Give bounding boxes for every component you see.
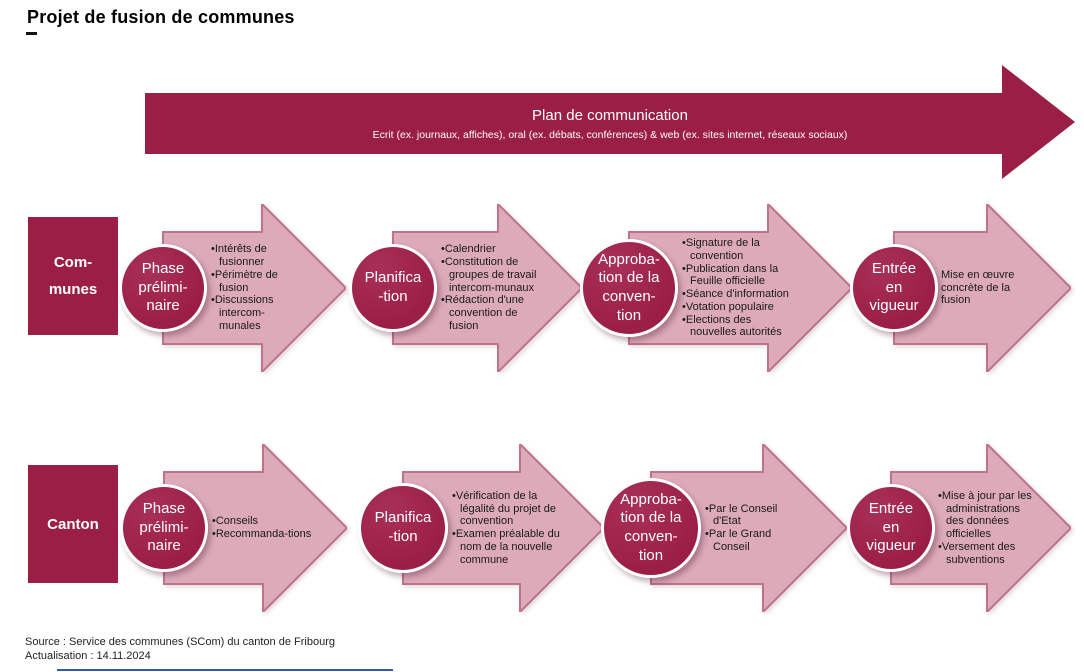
phase-circle: Entrée en vigueur	[847, 484, 935, 572]
row-label-canton-text: Canton	[47, 515, 99, 533]
footer-accent-line	[57, 669, 393, 671]
phase-circle: Planifica -tion	[349, 244, 437, 332]
phase-circle: Approba- tion de la conven- tion	[580, 239, 678, 337]
bullet-item: Par le Conseil d'Etat	[705, 503, 799, 529]
bullet-item: Intérêts de fusionner	[211, 243, 305, 269]
step-communes-approbation: Approba- tion de la conven- tion Signatu…	[580, 204, 852, 372]
bullet-item: Vérification de la légalité du projet de…	[452, 490, 564, 528]
step-communes-phase-preliminaire: Phase prélimi- naire Intérêts de fusionn…	[119, 204, 346, 372]
bullet-list: Intérêts de fusionnerPérimètre de fusion…	[211, 243, 305, 332]
bullet-item: Votation populaire	[682, 301, 794, 314]
step-details: ConseilsRecommanda-tions	[212, 444, 316, 612]
step-canton-approbation: Approba- tion de la conven- tion Par le …	[601, 444, 847, 612]
page-title: Projet de fusion de communes	[27, 7, 295, 27]
footer-updated: Actualisation : 14.11.2024	[25, 650, 151, 662]
step-canton-phase-preliminaire: Phase prélimi- naire ConseilsRecommanda-…	[120, 444, 347, 612]
bullet-list: Signature de la conventionPublication da…	[682, 237, 794, 339]
step-note: Mise en œuvre concrète de la fusion	[941, 268, 1015, 307]
phase-circle: Planifica -tion	[358, 483, 448, 573]
banner-title: Plan de communication	[532, 107, 688, 124]
step-details: Signature de la conventionPublication da…	[682, 204, 794, 372]
bullet-list: Vérification de la légalité du projet de…	[452, 490, 564, 567]
bullet-item: Elections des nouvelles autorités	[682, 314, 794, 340]
bullet-item: Conseils	[212, 515, 311, 528]
phase-circle: Phase prélimi- naire	[120, 484, 208, 572]
step-details: Par le Conseil d'EtatPar le Grand Consei…	[705, 444, 799, 612]
bullet-item: Discussions intercom-munales	[211, 294, 305, 332]
bullet-item: Constitution de groupes de travail inter…	[441, 256, 543, 294]
bullet-list: Par le Conseil d'EtatPar le Grand Consei…	[705, 503, 799, 554]
bullet-list: Mise à jour par les administrations des …	[938, 490, 1034, 567]
bullet-item: Mise à jour par les administrations des …	[938, 490, 1034, 541]
step-details: Mise à jour par les administrations des …	[938, 444, 1034, 612]
title-underline	[26, 32, 37, 35]
step-details: CalendrierConstitution de groupes de tra…	[441, 204, 543, 372]
bullet-item: Par le Grand Conseil	[705, 528, 799, 554]
phase-circle: Entrée en vigueur	[850, 244, 938, 332]
bullet-item: Rédaction d'une convention de fusion	[441, 294, 543, 332]
row-label-communes-text: Com- munes	[48, 254, 98, 298]
footer-source: Source : Service des communes (SCom) du …	[25, 636, 335, 648]
bullet-item: Calendrier	[441, 243, 543, 256]
phase-circle: Approba- tion de la conven- tion	[601, 478, 701, 578]
step-details: Intérêts de fusionnerPérimètre de fusion…	[211, 204, 305, 372]
bullet-item: Séance d'information	[682, 288, 794, 301]
row-label-communes: Com- munes	[28, 217, 118, 335]
right-arrow-shape	[893, 204, 1071, 372]
bullet-item: Examen préalable du nom de la nouvelle c…	[452, 528, 564, 566]
bullet-list: CalendrierConstitution de groupes de tra…	[441, 243, 543, 332]
bullet-list: ConseilsRecommanda-tions	[212, 515, 311, 541]
bullet-item: Versement des subventions	[938, 541, 1034, 567]
step-communes-planification: Planifica -tion CalendrierConstitution d…	[349, 204, 582, 372]
bullet-item: Recommanda-tions	[212, 528, 311, 541]
bullet-item: Périmètre de fusion	[211, 269, 305, 295]
banner-subtitle: Ecrit (ex. journaux, affiches), oral (ex…	[372, 129, 848, 141]
step-details: Vérification de la légalité du projet de…	[452, 444, 564, 612]
bullet-item: Signature de la convention	[682, 237, 794, 263]
step-communes-entree-en-vigueur: Entrée en vigueur Mise en œuvre concrète…	[848, 204, 1071, 372]
phase-circle: Phase prélimi- naire	[119, 244, 207, 332]
step-canton-entree-en-vigueur: Entrée en vigueur Mise à jour par les ad…	[845, 444, 1071, 612]
communication-banner: Plan de communication Ecrit (ex. journau…	[145, 93, 1075, 155]
step-details: Mise en œuvre concrète de la fusion	[941, 204, 1037, 372]
bullet-item: Publication dans la Feuille officielle	[682, 263, 794, 289]
step-canton-planification: Planifica -tion Vérification de la légal…	[358, 444, 604, 612]
communication-banner-arrow	[145, 65, 1075, 179]
row-label-canton: Canton	[28, 465, 118, 583]
